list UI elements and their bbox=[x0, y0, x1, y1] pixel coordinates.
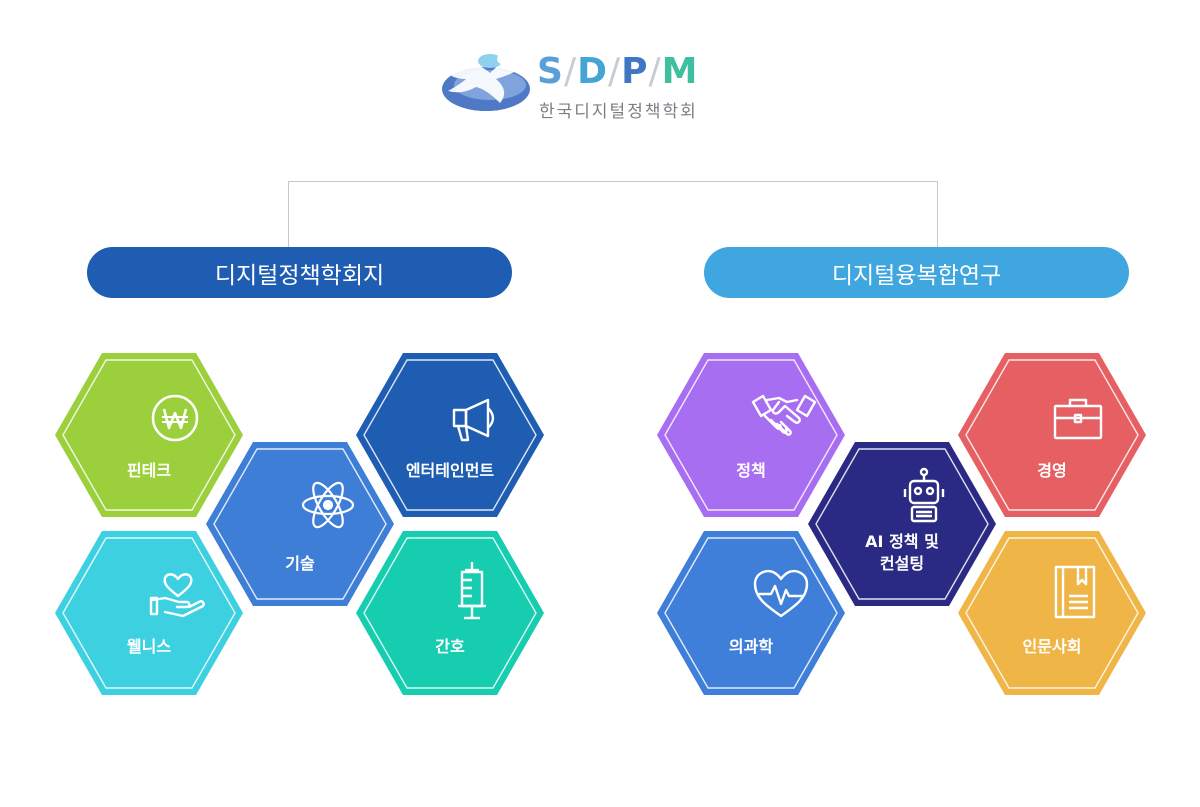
hex-wellness: 웰니스 bbox=[54, 530, 244, 696]
hexagon-inner-border bbox=[664, 359, 838, 511]
logo-letter-p: P bbox=[621, 51, 649, 92]
hex-management: 경영 bbox=[957, 352, 1147, 518]
group-title-journal: 디지털정책학회지 bbox=[214, 262, 385, 289]
hexagon-fill bbox=[808, 442, 996, 606]
hex-label-policy: 정책 bbox=[736, 461, 766, 480]
hexagon-shape bbox=[206, 442, 394, 606]
logo-letter-d: D bbox=[577, 51, 608, 92]
hex-label-nursing: 간호 bbox=[435, 637, 465, 656]
hexagon-shape bbox=[356, 531, 544, 695]
hexagon-inner-border bbox=[363, 359, 537, 511]
group-pill-research: 디지털융복합연구 bbox=[704, 247, 1129, 298]
hexagon-shape bbox=[958, 353, 1146, 517]
hexagon-fill bbox=[55, 353, 243, 517]
hexagon-shape bbox=[958, 531, 1146, 695]
hexagon-shape bbox=[356, 353, 544, 517]
sdpm-letters: S/D/P/M bbox=[537, 51, 699, 92]
logo-letter-m: M bbox=[661, 51, 699, 92]
hexagon-shape bbox=[808, 442, 996, 606]
hex-label-management: 경영 bbox=[1037, 461, 1067, 480]
hex-label-wellness: 웰니스 bbox=[126, 637, 172, 656]
hexagon-fill bbox=[958, 531, 1146, 695]
hex-label-technology: 기술 bbox=[285, 554, 315, 573]
hex-technology: 기술 bbox=[205, 441, 395, 607]
hexagon-fill bbox=[206, 442, 394, 606]
hexagon-fill bbox=[657, 353, 845, 517]
hexagon-fill bbox=[356, 531, 544, 695]
hexagon-inner-border bbox=[664, 537, 838, 689]
hexagon-inner-border bbox=[363, 537, 537, 689]
hexagon-inner-border bbox=[213, 448, 387, 600]
tree-connector bbox=[288, 181, 938, 251]
hexagon-fill bbox=[55, 531, 243, 695]
hexagon-shape bbox=[657, 353, 845, 517]
hexagon-inner-border bbox=[62, 537, 236, 689]
hexagon-shape bbox=[55, 531, 243, 695]
hex-policy: 정책 bbox=[656, 352, 846, 518]
sdpm-logo: S/D/P/M 한국디지털정책학회 bbox=[440, 45, 740, 125]
hexagon-shape bbox=[55, 353, 243, 517]
hexagon-fill bbox=[958, 353, 1146, 517]
hexagon-fill bbox=[356, 353, 544, 517]
hex-medical-science: 의과학 bbox=[656, 530, 846, 696]
hexagon-inner-border bbox=[965, 359, 1139, 511]
hex-label-medical-science: 의과학 bbox=[728, 637, 774, 656]
logo-subtitle: 한국디지털정책학회 bbox=[539, 102, 698, 122]
hexagon-inner-border bbox=[815, 448, 989, 600]
hexagon-inner-border bbox=[62, 359, 236, 511]
hex-entertainment: 엔터테인먼트 bbox=[355, 352, 545, 518]
hex-label-fintech: 핀테크 bbox=[126, 461, 172, 480]
sdpm-logo-mark-icon bbox=[442, 54, 530, 111]
hex-humanities: 인문사회 bbox=[957, 530, 1147, 696]
group-pill-journal: 디지털정책학회지 bbox=[87, 247, 512, 298]
hex-label-humanities: 인문사회 bbox=[1022, 637, 1082, 656]
group-title-research: 디지털융복합연구 bbox=[831, 262, 1002, 289]
hex-label-entertainment: 엔터테인먼트 bbox=[405, 461, 495, 480]
hexagon-inner-border bbox=[965, 537, 1139, 689]
hex-nursing: 간호 bbox=[355, 530, 545, 696]
logo-letter-s: S bbox=[537, 51, 564, 92]
hex-fintech: 핀테크 bbox=[54, 352, 244, 518]
